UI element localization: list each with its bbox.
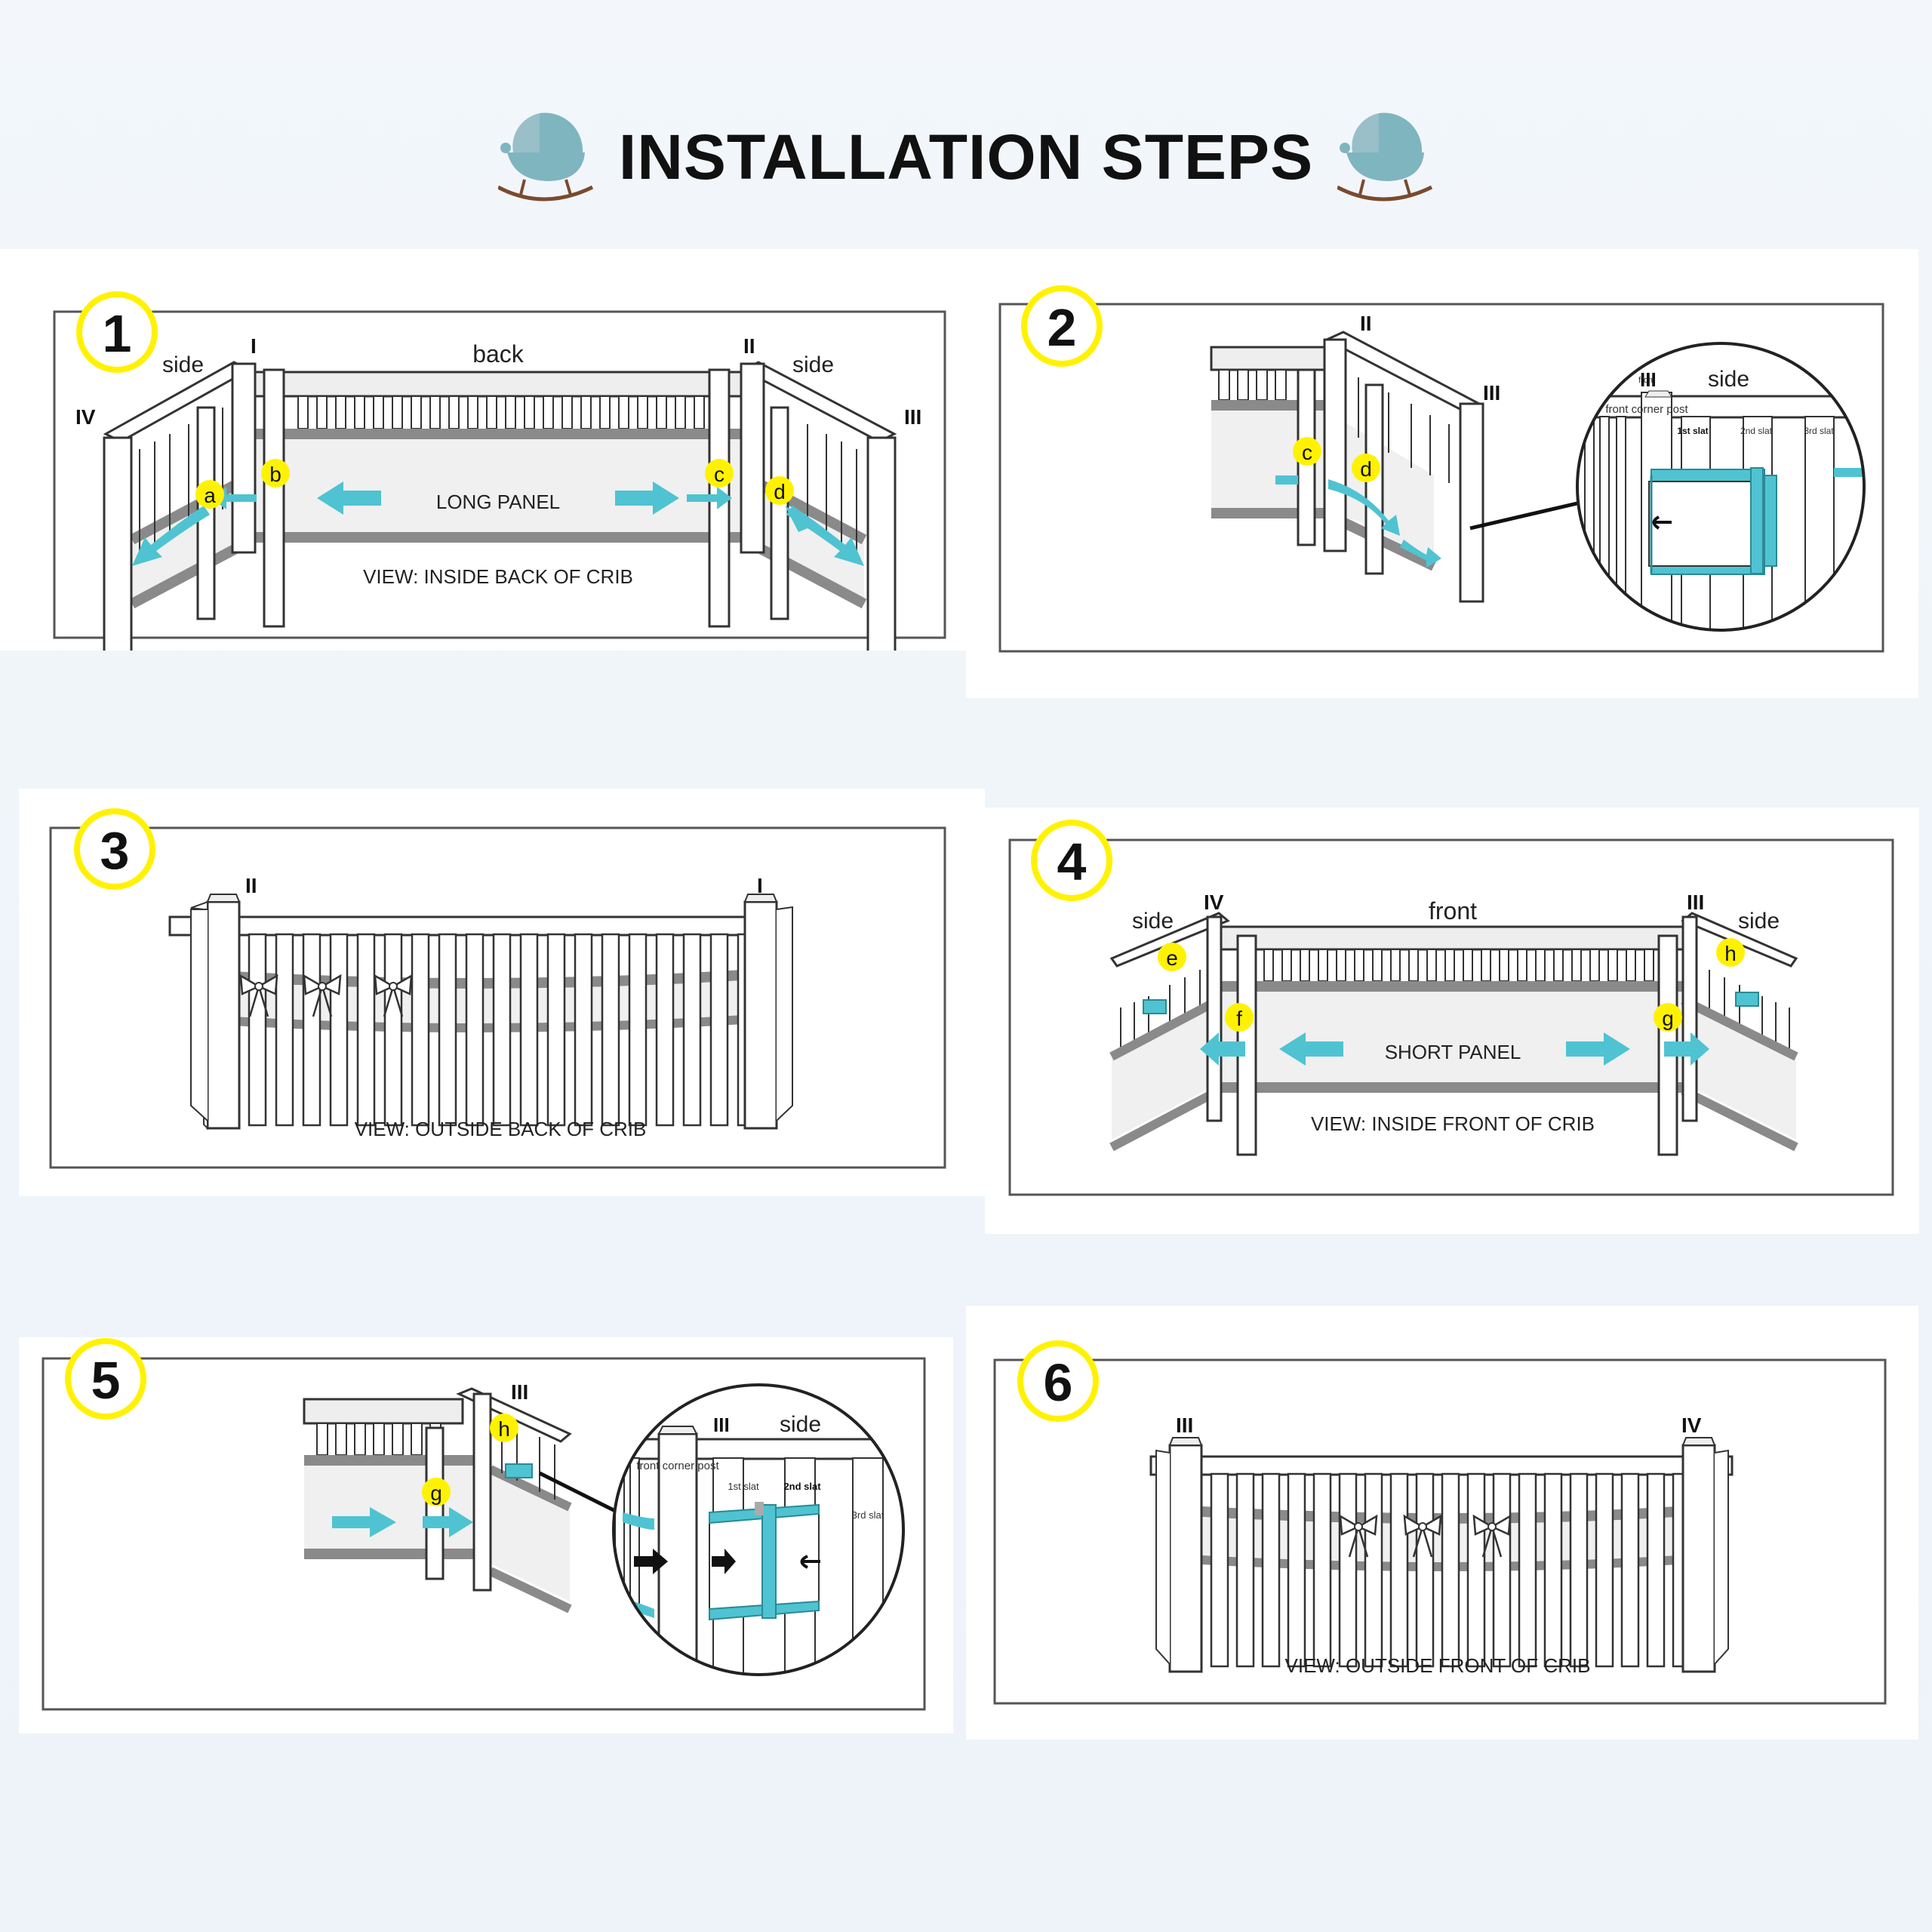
tie-badge: b (261, 459, 290, 488)
corner-label: IV (1204, 891, 1224, 914)
step-badge: 4 (1031, 820, 1112, 901)
step-3-panel: 3 II I VIEW: OUTSIDE BACK OF CRIB (19, 789, 985, 1196)
svg-text:h: h (498, 1417, 510, 1441)
step-5-panel: 5 g h III (19, 1337, 953, 1734)
tie-badge: c (705, 459, 734, 488)
svg-text:III: III (713, 1414, 730, 1436)
view-caption: VIEW: OUTSIDE BACK OF CRIB (355, 1118, 647, 1140)
svg-text:1st slat: 1st slat (728, 1481, 759, 1492)
zoom-detail: front front corner post 1st slat 2nd sla… (1576, 342, 1866, 632)
corner-label: III (1176, 1414, 1193, 1437)
side-label: side (1132, 909, 1174, 934)
svg-text:1: 1 (103, 304, 132, 363)
svg-text:2: 2 (1048, 298, 1077, 357)
side-label: side (1738, 909, 1780, 934)
tie-badge: f (1225, 1003, 1254, 1032)
svg-text:III: III (1640, 368, 1657, 391)
step-badge: 1 (76, 291, 158, 373)
svg-text:2nd slat: 2nd slat (783, 1481, 821, 1492)
front-label: front (1429, 897, 1477, 924)
step-1-panel: 1 a b c d I II (0, 249, 966, 651)
tie-badge: e (1158, 943, 1186, 971)
back-label: back (472, 340, 525, 368)
svg-text:3rd slat: 3rd slat (852, 1509, 884, 1521)
view-caption: VIEW: OUTSIDE FRONT OF CRIB (1285, 1654, 1591, 1677)
svg-text:a: a (204, 484, 216, 507)
header: INSTALLATION STEPS (0, 106, 1932, 211)
step-badge: 6 (1017, 1340, 1099, 1422)
corner-label: III (904, 405, 921, 429)
svg-text:1st slat: 1st slat (1677, 426, 1708, 436)
svg-text:front corner post: front corner post (1605, 403, 1688, 416)
tie-badge: g (1654, 1003, 1682, 1032)
pram-icon (498, 112, 594, 202)
step-badge: 2 (1021, 285, 1103, 367)
svg-text:d: d (774, 480, 786, 503)
svg-text:g: g (1662, 1007, 1674, 1030)
tie-badge: d (765, 476, 794, 505)
svg-text:6: 6 (1044, 1353, 1073, 1412)
corner-label: IV (75, 405, 96, 429)
corner-label: I (757, 874, 763, 897)
tie-badge: h (1716, 938, 1745, 967)
step-4-panel: 4 e f g h IV III side side front SHORT P… (985, 808, 1919, 1234)
corner-label: IV (1681, 1414, 1702, 1437)
tie-badge: a (195, 480, 224, 509)
tie-badge: g (422, 1478, 451, 1506)
step-6-panel: 6 III IV VIEW: OUTSIDE FRONT OF CRIB (966, 1306, 1918, 1740)
tie-badge: d (1352, 454, 1380, 482)
svg-text:front corner post: front corner post (636, 1460, 719, 1472)
tie-badge: c (1293, 437, 1321, 466)
panel-label: LONG PANEL (436, 491, 560, 513)
pram-icon (1337, 112, 1433, 202)
corner-label: III (1687, 891, 1704, 914)
svg-text:d: d (1360, 457, 1372, 481)
page-title: INSTALLATION STEPS (618, 122, 1314, 192)
view-caption: VIEW: INSIDE BACK OF CRIB (363, 565, 633, 588)
svg-text:e: e (1166, 946, 1178, 970)
svg-text:III: III (1483, 381, 1500, 405)
svg-text:3: 3 (100, 821, 130, 880)
side-label: side (792, 352, 834, 377)
svg-text:side: side (780, 1412, 821, 1437)
svg-text:4: 4 (1057, 832, 1087, 891)
panel-label: SHORT PANEL (1385, 1041, 1521, 1063)
corner-label: II (245, 874, 257, 897)
frame (53, 310, 946, 639)
step-badge: 3 (74, 808, 155, 890)
svg-text:g: g (430, 1481, 442, 1505)
svg-text:5: 5 (91, 1351, 121, 1410)
corner-label: II (743, 334, 755, 358)
svg-text:b: b (269, 463, 281, 486)
svg-text:side: side (1708, 367, 1749, 392)
svg-text:II: II (1360, 312, 1372, 335)
tie-badge: h (490, 1414, 518, 1442)
svg-text:front: front (1638, 376, 1655, 385)
step-badge: 5 (65, 1338, 146, 1420)
svg-text:h: h (1724, 942, 1737, 965)
zoom-detail: front corner post 1st slat 2nd slat 3rd … (612, 1383, 905, 1676)
svg-text:2nd slat: 2nd slat (1740, 426, 1773, 436)
svg-text:c: c (1302, 441, 1312, 464)
svg-text:f: f (1236, 1007, 1242, 1030)
side-label: side (162, 352, 204, 377)
step-2-panel: 2 c d II III (966, 249, 1918, 698)
svg-text:c: c (714, 463, 724, 486)
corner-label: I (251, 334, 257, 358)
svg-text:3rd slat: 3rd slat (1804, 426, 1834, 436)
svg-text:III: III (511, 1380, 528, 1404)
view-caption: VIEW: INSIDE FRONT OF CRIB (1311, 1112, 1595, 1135)
